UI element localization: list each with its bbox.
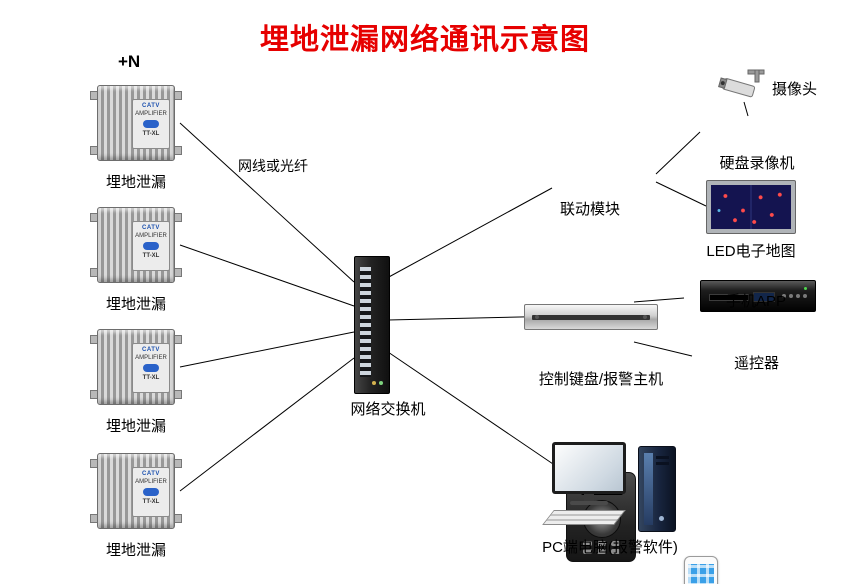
catv-amplifier-icon: CATV AMPLIFIER TT-XL xyxy=(90,328,182,406)
led-map-label: LED电子地图 xyxy=(706,243,796,260)
diagram-title: 埋地泄漏网络通讯示意图 xyxy=(259,24,590,56)
amplifier-node-1: CATV AMPLIFIER TT-XL 埋地泄漏 xyxy=(76,84,196,192)
amplifier-label: 埋地泄漏 xyxy=(105,296,166,313)
network-switch-icon xyxy=(354,256,390,394)
pc-label: PC端电脑(报警软件) xyxy=(542,539,678,556)
amplifier-nameplate: CATV AMPLIFIER TT-XL xyxy=(132,467,170,517)
line-amp1-switch xyxy=(179,122,355,283)
catv-amplifier-icon: CATV AMPLIFIER TT-XL xyxy=(90,206,182,284)
cctv-camera-icon xyxy=(718,68,768,109)
brand-logo-icon xyxy=(143,120,159,128)
line-switch-pc xyxy=(387,351,557,467)
amplifier-label: 埋地泄漏 xyxy=(105,542,166,559)
line-amp4-switch xyxy=(179,357,355,492)
cable-type-label: 网线或光纤 xyxy=(238,158,308,174)
line-amp3-switch xyxy=(179,331,355,368)
led-map-icon xyxy=(706,180,796,234)
linkage-module-label: 联动模块 xyxy=(559,201,620,218)
linkage-module-icon xyxy=(524,304,658,330)
monitor-icon xyxy=(552,442,626,494)
phone-app-label: 手机APP xyxy=(726,293,787,310)
line-amp2-switch xyxy=(179,244,355,307)
dvr-label: 硬盘录像机 xyxy=(719,155,795,172)
line-linkage-ledmap xyxy=(655,181,707,207)
amplifier-nameplate: CATV AMPLIFIER TT-XL xyxy=(132,343,170,393)
line-switch-linkage xyxy=(386,187,553,279)
switch-label: 网络交换机 xyxy=(350,401,426,418)
catv-amplifier-icon: CATV AMPLIFIER TT-XL xyxy=(90,452,182,530)
switch-ports xyxy=(360,267,371,377)
line-keypad-phone xyxy=(633,297,685,303)
amplifier-node-3: CATV AMPLIFIER TT-XL 埋地泄漏 xyxy=(76,328,196,436)
brand-logo-icon xyxy=(143,364,159,372)
keypad-host-label: 控制键盘/报警主机 xyxy=(538,371,664,388)
line-keypad-remote xyxy=(633,341,693,357)
amplifier-label: 埋地泄漏 xyxy=(105,174,166,191)
line-camera-dvr xyxy=(743,101,749,117)
catv-amplifier-icon: CATV AMPLIFIER TT-XL xyxy=(90,84,182,162)
pc-icon xyxy=(540,442,680,536)
amplifier-node-4: CATV AMPLIFIER TT-XL 埋地泄漏 xyxy=(76,452,196,560)
remote-label: 遥控器 xyxy=(734,355,780,372)
dvr-icon xyxy=(700,280,816,312)
plus-n-annotation: +N xyxy=(118,52,141,71)
smartphone-icon xyxy=(684,556,718,584)
camera-label: 摄像头 xyxy=(772,81,818,98)
tower-icon xyxy=(638,446,676,532)
amplifier-label: 埋地泄漏 xyxy=(105,418,166,435)
keyboard-icon xyxy=(542,510,626,525)
line-linkage-dvr xyxy=(655,131,701,175)
amplifier-nameplate: CATV AMPLIFIER TT-XL xyxy=(132,99,170,149)
amplifier-node-2: CATV AMPLIFIER TT-XL 埋地泄漏 xyxy=(76,206,196,314)
brand-logo-icon xyxy=(143,488,159,496)
amplifier-nameplate: CATV AMPLIFIER TT-XL xyxy=(132,221,170,271)
brand-logo-icon xyxy=(143,242,159,250)
